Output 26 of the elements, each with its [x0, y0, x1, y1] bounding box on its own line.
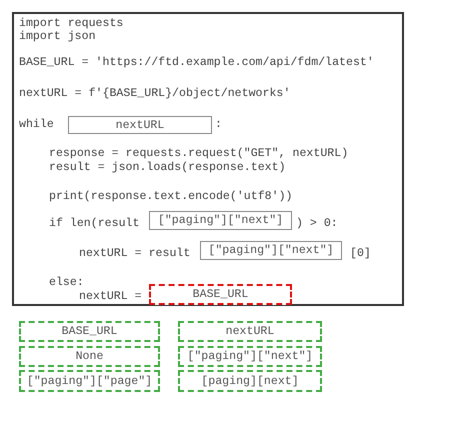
code-line: ) > 0:	[296, 217, 338, 230]
code-line: result = json.loads(response.text)	[49, 161, 286, 174]
code-line: nextURL = result	[79, 247, 190, 260]
code-line: [0]	[350, 247, 371, 260]
answer-option: BASE_URL	[19, 321, 160, 342]
code-line: else:	[49, 276, 84, 289]
answer-option: [paging][next]	[178, 370, 322, 392]
answer-option: None	[19, 346, 160, 367]
answer-option: ["paging"]["next"]	[178, 346, 322, 367]
answer-box: BASE_URL	[149, 284, 292, 305]
code-line: response = requests.request("GET", nextURL)	[49, 147, 348, 160]
code-panel	[12, 12, 404, 306]
answer-option: nextURL	[178, 321, 322, 342]
code-line: BASE_URL = 'https://ftd.example.com/api/fdm/latest'	[19, 56, 374, 69]
answer-box: ["paging"]["next"]	[200, 241, 342, 260]
code-line: print(response.text.encode('utf8'))	[49, 190, 293, 203]
code-line: while	[19, 118, 54, 131]
code-line: import requests	[19, 17, 124, 30]
code-line: import json	[19, 30, 96, 43]
answer-option: ["paging"]["page"]	[19, 370, 160, 392]
code-line: :	[215, 118, 222, 131]
answer-box: nextURL	[68, 116, 212, 134]
code-line: nextURL = f'{BASE_URL}/object/networks'	[19, 87, 290, 100]
code-line: nextURL =	[79, 290, 142, 303]
answer-box: ["paging"]["next"]	[149, 211, 292, 230]
code-line: if len(result	[49, 217, 140, 230]
